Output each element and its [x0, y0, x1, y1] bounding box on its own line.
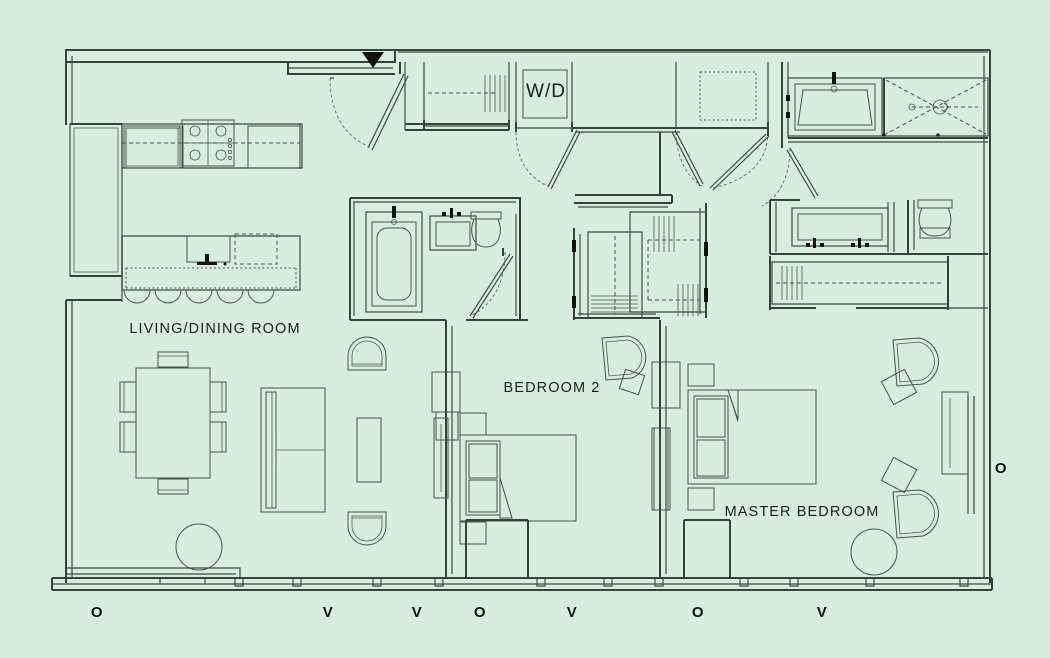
entry-marker-icon: [362, 52, 384, 68]
master-bedroom-furniture: [651, 337, 975, 578]
closet-rod-hatch: [484, 75, 506, 112]
window-marker-4: O: [474, 604, 486, 621]
room-label-living-dining: LIVING/DINING ROOM: [129, 321, 300, 337]
kitchen: [66, 119, 303, 304]
room-label-master-bedroom: MASTER BEDROOM: [725, 504, 880, 520]
closet-rod-hatch-2: [781, 266, 803, 300]
bottom-window-mullions: [66, 567, 969, 587]
laundry-and-closets: [404, 62, 770, 191]
interior-partitions: [349, 132, 672, 578]
window-marker-right: O: [995, 460, 1007, 477]
bathroom-2: [365, 206, 514, 319]
closet-rod-hatch-4: [677, 284, 699, 316]
appliance-label-washer-dryer: W/D: [526, 81, 566, 102]
exterior-walls: [51, 49, 993, 591]
living-dining-furniture: [119, 336, 387, 571]
bedroom-2-furniture: [431, 335, 669, 578]
window-marker-6: O: [692, 604, 704, 621]
walk-in-closets: [572, 195, 708, 320]
master-bathroom: [761, 62, 989, 310]
window-marker-2: V: [323, 604, 334, 621]
closet-rod-hatch-3: [653, 216, 675, 252]
entry-door: [287, 62, 409, 151]
room-label-bedroom-2: BEDROOM 2: [504, 380, 601, 396]
window-marker-3: V: [412, 604, 423, 621]
window-marker-7: V: [817, 604, 828, 621]
window-marker-5: V: [567, 604, 578, 621]
window-marker-1: O: [91, 604, 103, 621]
